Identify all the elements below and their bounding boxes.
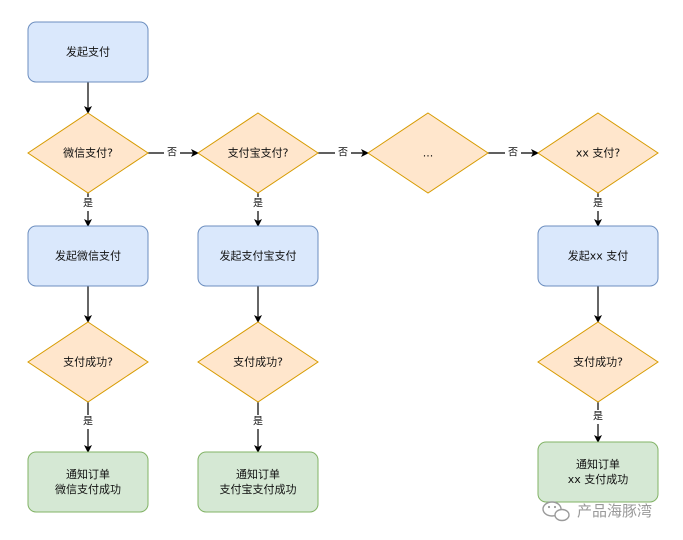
wechat-logo-icon <box>542 501 570 522</box>
node-label: 发起微信支付 <box>55 249 121 263</box>
node-xx-pay: 发起xx 支付 <box>537 225 659 287</box>
edge-label-yes: 是 <box>83 198 93 210</box>
edge-label-yes: 是 <box>253 198 263 210</box>
decision-diamond <box>537 112 659 194</box>
node-label: xx 支付成功 <box>568 473 629 486</box>
node-label: 通知订单 <box>236 467 280 481</box>
decision-diamond <box>197 112 319 194</box>
node-alipay-ok-q: 支付成功? <box>197 321 319 403</box>
decision-diamond <box>367 112 489 194</box>
edge-label-yes: 是 <box>593 411 603 423</box>
node-label: 通知订单 <box>66 467 110 481</box>
edge-label-yes: 是 <box>253 416 263 428</box>
node-label: xx 支付? <box>576 147 621 160</box>
edge-label-bg <box>80 415 96 429</box>
edge-label-yes: 是 <box>83 416 93 428</box>
edge-label-bg <box>590 410 606 424</box>
edge-label-bg <box>250 415 266 429</box>
node-xx-q: xx 支付? <box>537 112 659 194</box>
node-label: 支付成功? <box>233 356 283 369</box>
node-label: 发起xx 支付 <box>568 249 629 263</box>
edge-label-bg <box>590 197 606 211</box>
node-label: 通知订单 <box>576 457 620 471</box>
edge-label-bg <box>335 146 351 160</box>
node-box <box>537 225 659 287</box>
node-label: 发起支付宝支付 <box>220 249 297 263</box>
node-box <box>27 451 149 513</box>
node-xx-ok-q: 支付成功? <box>537 321 659 403</box>
node-box <box>197 225 319 287</box>
edge-label-bg <box>80 197 96 211</box>
node-start: 发起支付 <box>27 21 149 83</box>
node-label: ... <box>423 147 434 160</box>
edge-label-no: 否 <box>508 147 518 159</box>
decision-diamond <box>537 321 659 403</box>
edge-label-no: 否 <box>338 147 348 159</box>
watermark: 产品海豚湾 <box>542 501 652 522</box>
node-label: 支付宝支付? <box>228 146 289 160</box>
edge-label-bg <box>250 197 266 211</box>
node-box <box>537 441 659 503</box>
edge-label-no: 否 <box>167 147 177 159</box>
node-wechat-q: 微信支付? <box>27 112 149 194</box>
edge-label-bg <box>164 146 180 160</box>
node-alipay-pay: 发起支付宝支付 <box>197 225 319 287</box>
decision-diamond <box>27 321 149 403</box>
node-box <box>27 21 149 83</box>
node-wechat-pay: 发起微信支付 <box>27 225 149 287</box>
node-alipay-q: 支付宝支付? <box>197 112 319 194</box>
node-label: 微信支付成功 <box>55 482 121 496</box>
node-label: 支付成功? <box>63 356 113 369</box>
node-label: 支付宝支付成功 <box>220 482 297 496</box>
edge-label-yes: 是 <box>593 198 603 210</box>
edge-label-bg <box>505 146 521 160</box>
node-box <box>27 225 149 287</box>
decision-diamond <box>197 321 319 403</box>
node-label: 发起支付 <box>66 45 110 59</box>
watermark-text: 产品海豚湾 <box>577 502 652 520</box>
node-wechat-ok-q: 支付成功? <box>27 321 149 403</box>
node-label: 微信支付? <box>63 146 113 160</box>
decision-diamond <box>27 112 149 194</box>
node-box <box>197 451 319 513</box>
node-xx-done: 通知订单 xx 支付成功 <box>537 441 659 503</box>
node-ellipsis-q: ... <box>367 112 489 194</box>
node-label: 支付成功? <box>573 356 623 369</box>
